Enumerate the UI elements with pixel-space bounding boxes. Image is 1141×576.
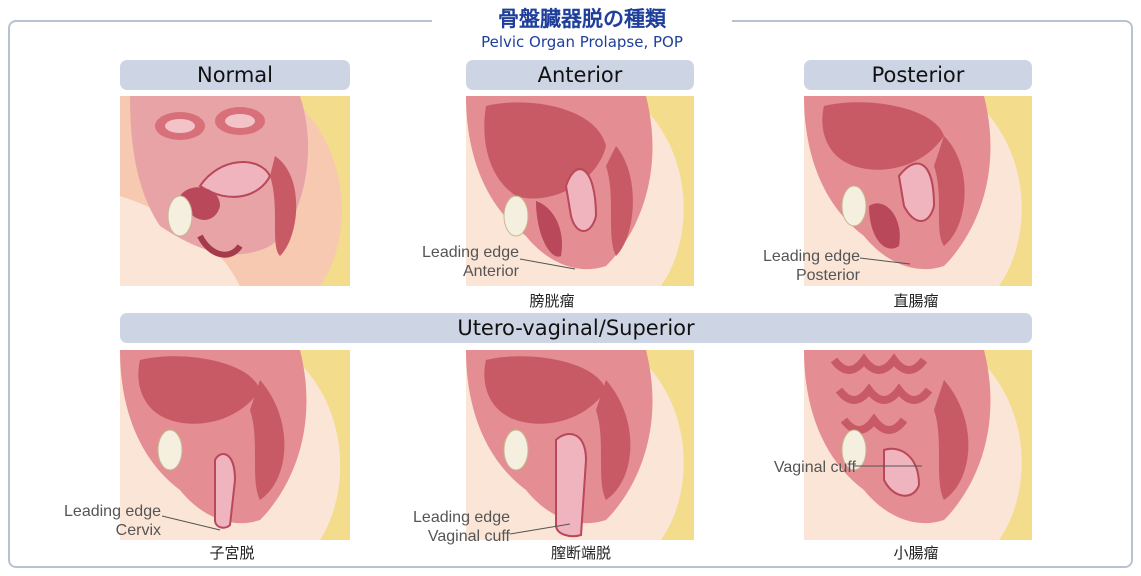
caption-anterior: 膀胱瘤: [492, 290, 612, 311]
leader-line-uterine: [150, 508, 230, 538]
title-english: Pelvic Organ Prolapse, POP: [432, 32, 732, 52]
label-uterine-line2: Cervix: [26, 521, 161, 540]
label-uterine-line1: Leading edge: [26, 502, 161, 521]
label-anterior-line2: Anterior: [384, 262, 519, 281]
caption-vault: 膣断端脱: [521, 542, 641, 563]
heading-anterior: Anterior: [466, 60, 694, 90]
label-vault-line1: Leading edge: [372, 508, 510, 527]
leader-line-enterocele: [850, 456, 930, 476]
leader-line-vault: [500, 512, 580, 542]
caption-enterocele: 小腸瘤: [856, 542, 976, 563]
illustration-normal: [120, 96, 350, 286]
caption-uterine: 子宮脱: [172, 542, 292, 563]
label-enterocele-line1: Vaginal cuff: [726, 458, 856, 477]
label-vault: Leading edge Vaginal cuff: [372, 508, 510, 546]
leader-line-anterior: [500, 245, 590, 275]
caption-posterior: 直腸瘤: [856, 290, 976, 311]
label-anterior: Leading edge Anterior: [384, 243, 519, 281]
title-block: 骨盤臓器脱の種類 Pelvic Organ Prolapse, POP: [432, 4, 732, 54]
heading-posterior: Posterior: [804, 60, 1032, 90]
label-anterior-line1: Leading edge: [384, 243, 519, 262]
label-vault-line2: Vaginal cuff: [372, 527, 510, 546]
heading-normal: Normal: [120, 60, 350, 90]
leader-line-posterior: [840, 250, 920, 270]
label-enterocele: Vaginal cuff: [726, 458, 856, 477]
illustration-enterocele: [804, 350, 1032, 540]
label-uterine: Leading edge Cervix: [26, 502, 161, 540]
title-japanese: 骨盤臓器脱の種類: [432, 6, 732, 32]
heading-utero-vaginal: Utero-vaginal/Superior: [120, 313, 1032, 343]
